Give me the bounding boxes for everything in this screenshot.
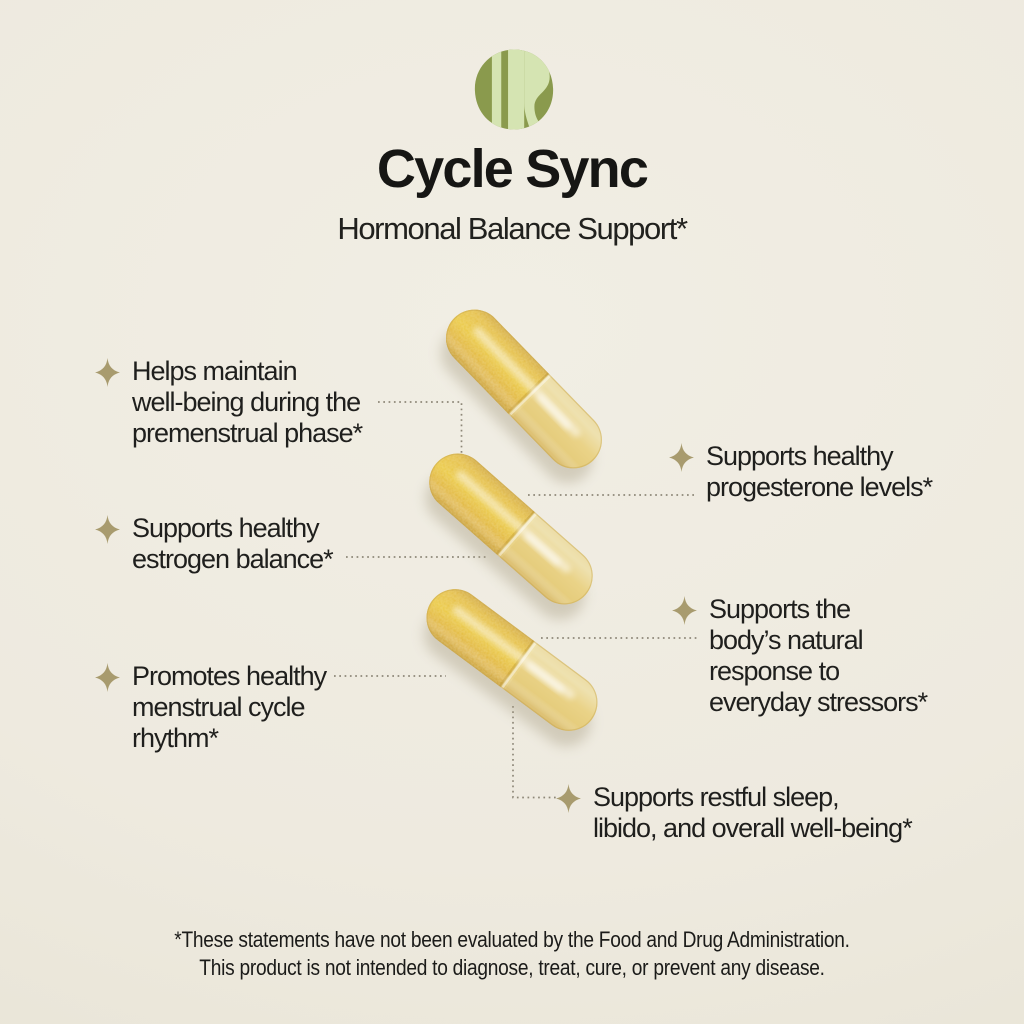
callout-text: Supports restful sleep, libido, and over… [593, 782, 913, 843]
fda-disclaimer: *These statements have not been evaluate… [77, 926, 947, 981]
callout-rhythm: Promotes healthy menstrual cycle rhythm* [95, 661, 327, 754]
sparkle-icon [95, 663, 120, 692]
product-title: Cycle Sync [376, 139, 649, 199]
callout-text: Supports healthy estrogen balance* [132, 513, 334, 574]
callout-estrogen: Supports healthy estrogen balance* [95, 513, 334, 575]
callout-text: Supports the body’s natural response to … [709, 594, 928, 717]
brand-leaf-logo-icon [474, 49, 554, 130]
disclaimer-line-2: This product is not intended to diagnose… [199, 954, 825, 980]
callout-sleep: Supports restful sleep, libido, and over… [556, 782, 913, 844]
product-subtitle: Hormonal Balance Support* [337, 211, 688, 246]
callout-premenstrual: Helps maintain well-being during the pre… [95, 356, 363, 449]
sparkle-icon [556, 784, 581, 813]
callout-text: Supports healthy progesterone levels* [706, 441, 933, 502]
disclaimer-line-1: *These statements have not been evaluate… [174, 927, 850, 952]
sparkle-icon [669, 443, 694, 472]
sparkle-icon [95, 358, 120, 387]
callout-progesterone: Supports healthy progesterone levels* [669, 441, 933, 503]
connector-line-sleep [512, 706, 556, 799]
connector-line-premenstrual [378, 401, 463, 456]
callout-text: Promotes healthy menstrual cycle rhythm* [132, 661, 327, 753]
callout-stress: Supports the body’s natural response to … [672, 594, 928, 718]
callout-text: Helps maintain well-being during the pre… [132, 356, 363, 448]
sparkle-icon [95, 515, 120, 544]
sparkle-icon [672, 596, 697, 625]
